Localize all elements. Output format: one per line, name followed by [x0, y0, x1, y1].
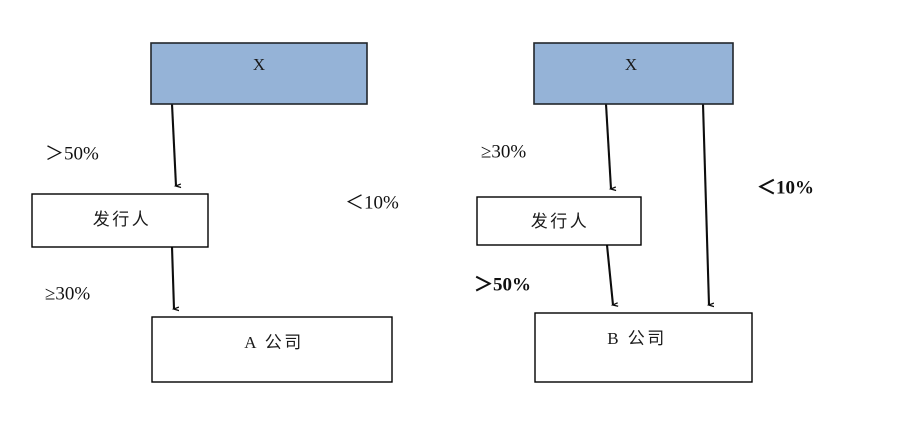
node-left-issuer[interactable]: 发行人 [31, 193, 209, 248]
left-panel: X 发行人 A 公司 ＞50% ≥30% ＜10% [31, 42, 399, 383]
node-right-issuer-label: 发行人 [531, 212, 590, 231]
right-edge-x-to-issuer [604, 103, 611, 189]
node-right-company-b-label: B 公司 [607, 329, 667, 348]
node-left-x-label: X [253, 55, 265, 74]
right-edge-issuer-to-company-b [605, 244, 613, 305]
node-left-issuer-label: 发行人 [93, 210, 152, 229]
node-left-company-a-shape [151, 316, 393, 383]
node-right-x[interactable]: X [533, 42, 734, 105]
right-edge-label-gt50: ＞50% [474, 274, 531, 295]
node-right-x-shape [533, 42, 734, 105]
left-edge-label-gt50: ＞50% [45, 143, 99, 164]
left-edge-label-gte30: ≥30% [45, 283, 90, 304]
node-right-issuer-shape [476, 196, 642, 246]
right-edge-label-lt10: ＜10% [757, 177, 814, 198]
node-left-company-a[interactable]: A 公司 [151, 316, 393, 383]
right-edge-x-to-company-b [701, 103, 709, 305]
node-right-company-b[interactable]: B 公司 [534, 312, 753, 383]
left-edge-x-to-issuer [170, 103, 176, 186]
node-right-company-b-shape [534, 312, 753, 383]
node-right-issuer[interactable]: 发行人 [476, 196, 642, 246]
node-left-x-shape [150, 42, 368, 105]
right-edge-label-gte30: ≥30% [481, 141, 526, 162]
node-left-x[interactable]: X [150, 42, 368, 105]
left-floating-label-lt10: ＜10% [345, 192, 399, 213]
node-right-x-label: X [625, 55, 637, 74]
right-panel: X 发行人 B 公司 ≥30% ＞50% ＜10% [474, 42, 814, 383]
node-left-issuer-shape [31, 193, 209, 248]
left-edge-issuer-to-company-a [170, 246, 174, 309]
node-left-company-a-label: A 公司 [244, 333, 304, 352]
